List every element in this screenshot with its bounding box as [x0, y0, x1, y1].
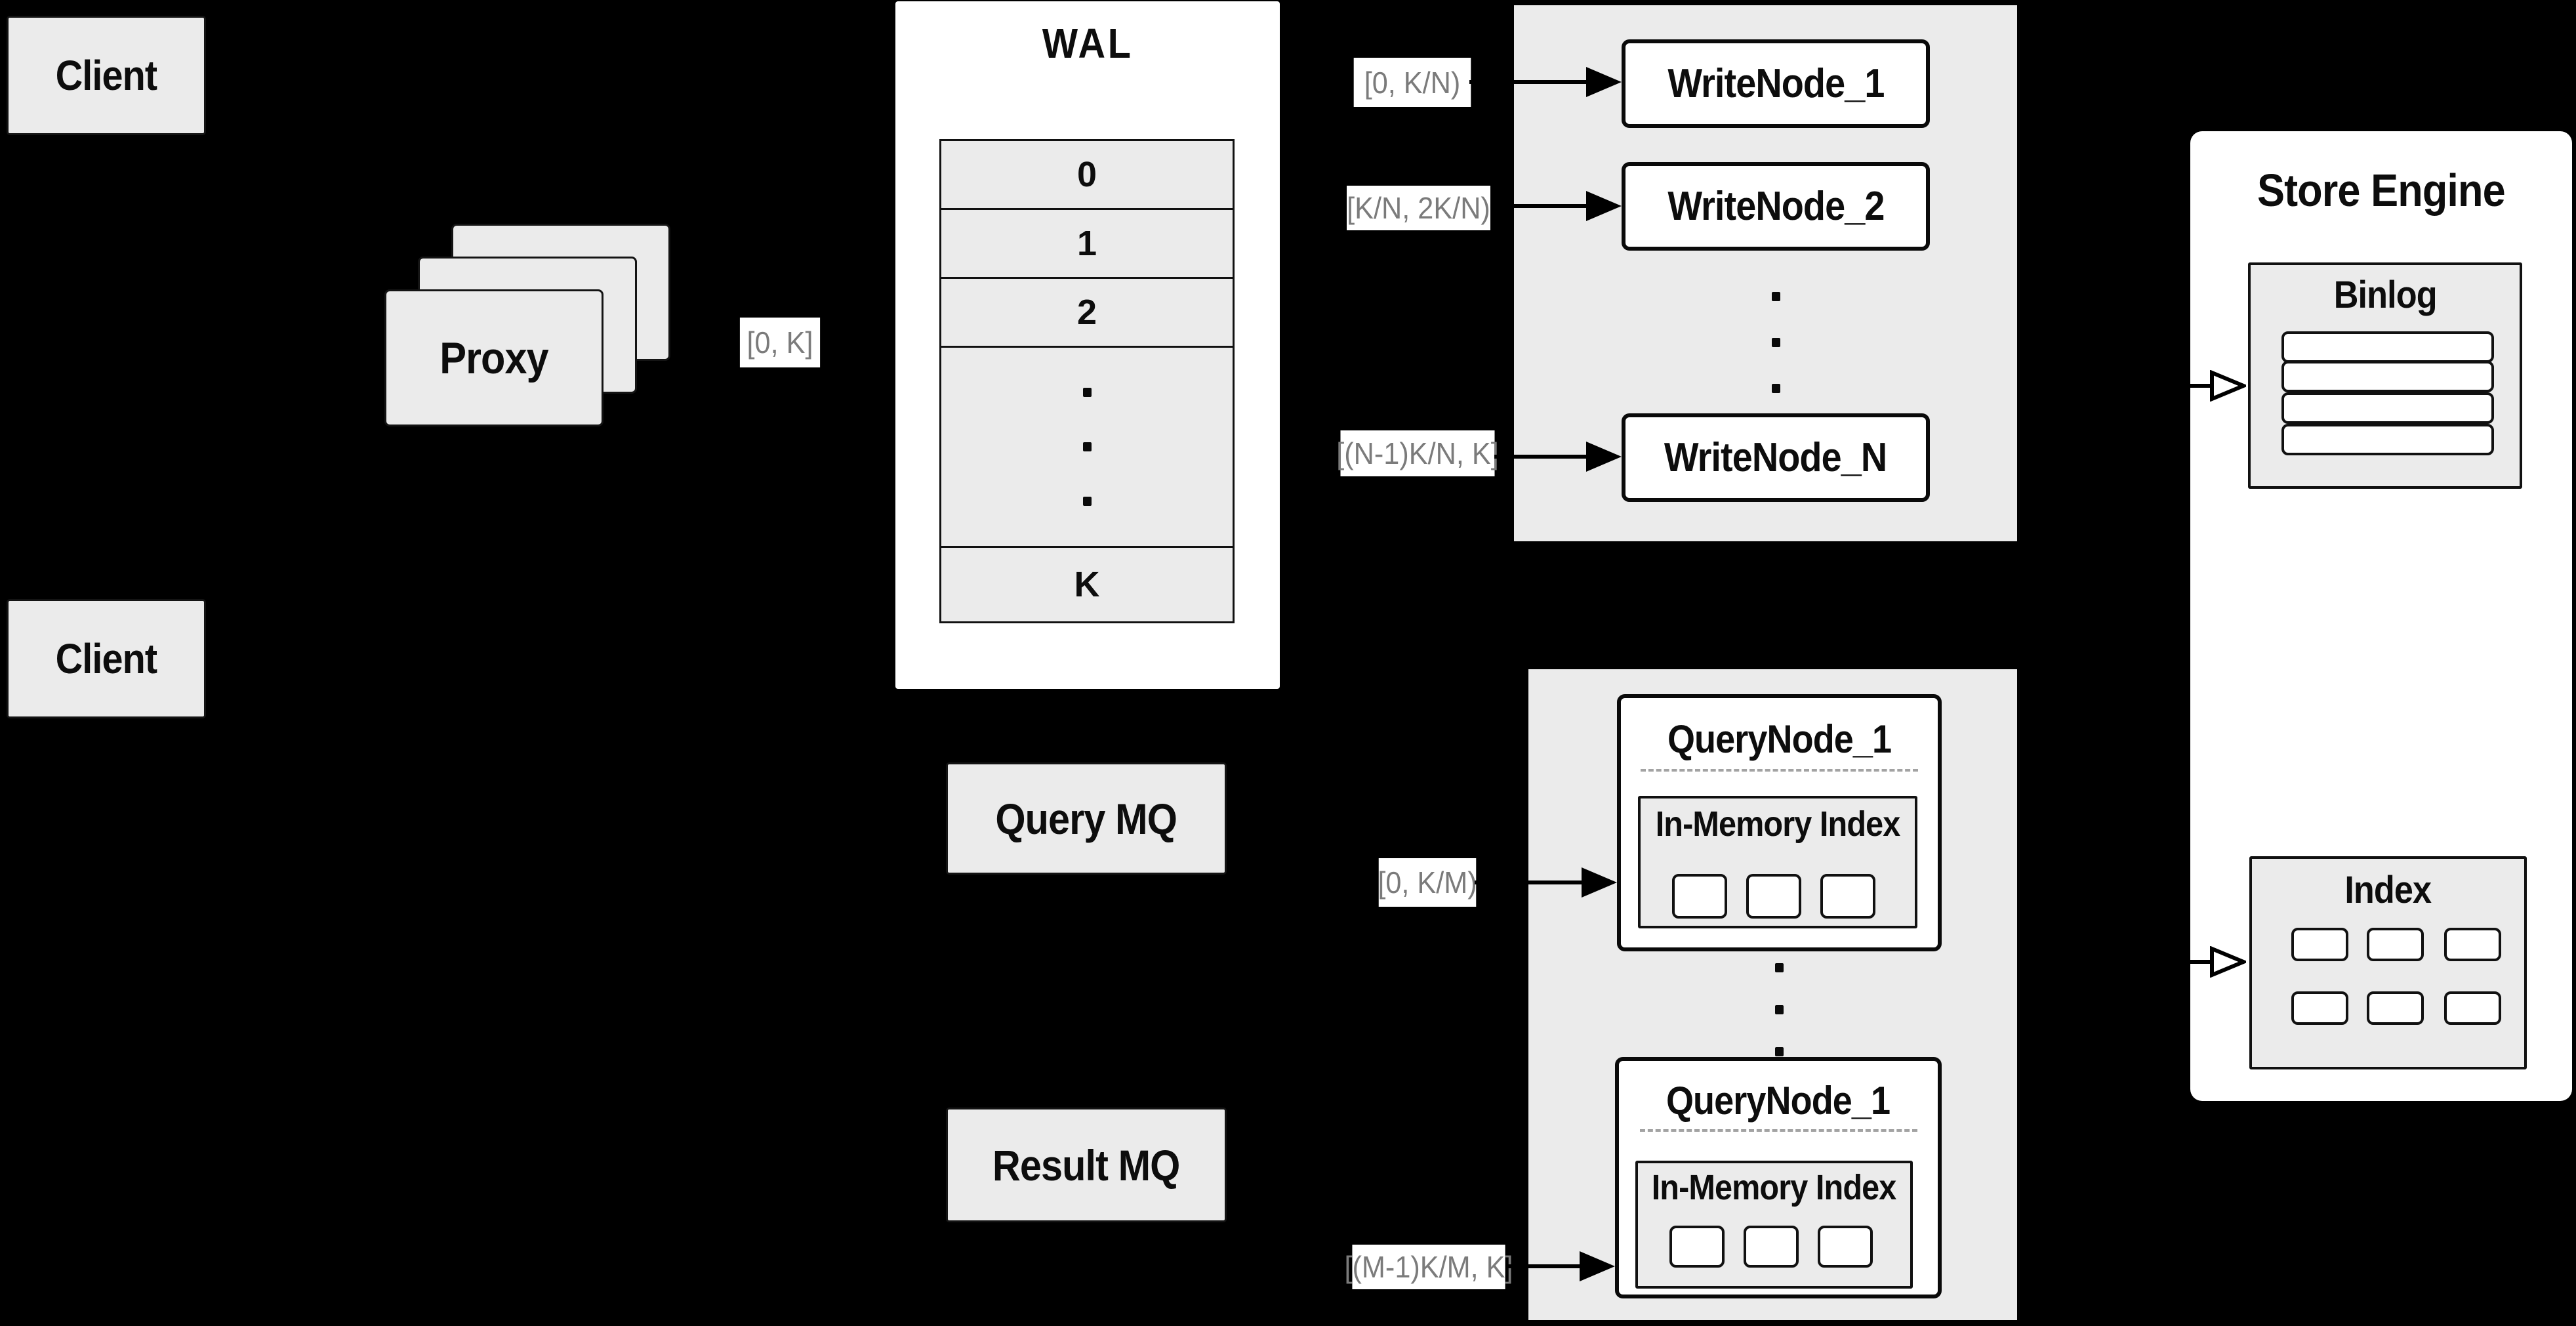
index-box: Index [2249, 856, 2527, 1069]
in-memory-index-top-title: In-Memory Index [1655, 804, 1901, 844]
write-node-n-label: WriteNode_N [1664, 435, 1887, 480]
wal-panel: WAL 0 1 2 K [895, 1, 1280, 689]
vertical-ellipsis-icon [1082, 388, 1092, 506]
edge-label-write-n: [(N-1)K/N, K] [1336, 430, 1499, 476]
write-node-1-label: WriteNode_1 [1667, 61, 1885, 106]
edge-label-query-1: [0, K/M) [1378, 858, 1477, 907]
result-mq-box: Result MQ [946, 1108, 1227, 1222]
query-node-top-title-wrap: QueryNode_1 [1621, 713, 1938, 765]
open-arrowhead-binlog-icon [2210, 370, 2246, 402]
client-bottom-label: Client [55, 635, 158, 682]
edge-label-write-2: [K/N, 2K/N) [1346, 186, 1491, 230]
index-title-wrap: Index [2252, 867, 2524, 913]
edge-label-write-1: [0, K/N) [1353, 58, 1471, 107]
query-node-top-divider [1641, 769, 1918, 772]
query-node-top-title: QueryNode_1 [1667, 716, 1892, 761]
edge-label-proxy-to-wal: [0, K] [739, 318, 821, 367]
wal-segment-row-last: K [939, 546, 1235, 623]
proxy-label: Proxy [440, 333, 548, 383]
store-engine-title: Store Engine [2257, 165, 2506, 216]
in-memory-index-top-title-wrap: In-Memory Index [1641, 804, 1915, 844]
store-engine-title-wrap: Store Engine [2190, 161, 2572, 220]
in-memory-index-bottom-title: In-Memory Index [1652, 1168, 1897, 1207]
wal-segment-table: 0 1 2 K [939, 139, 1235, 631]
write-node-1-box: WriteNode_1 [1622, 39, 1930, 128]
write-node-2-label: WriteNode_2 [1667, 184, 1885, 229]
wal-segment-row: 1 [939, 208, 1235, 279]
query-node-bottom-title: QueryNode_1 [1666, 1078, 1891, 1123]
binlog-title: Binlog [2333, 273, 2438, 316]
query-mq-box: Query MQ [946, 762, 1227, 875]
wal-title-wrap: WAL [895, 18, 1280, 68]
query-mq-label: Query MQ [995, 794, 1178, 843]
client-top-label: Client [55, 52, 158, 99]
open-arrowhead-index-icon [2210, 946, 2246, 978]
proxy-card-front: Proxy [384, 289, 603, 426]
client-box-top: Client [7, 16, 206, 135]
binlog-title-wrap: Binlog [2251, 272, 2520, 318]
query-node-bottom-title-wrap: QueryNode_1 [1619, 1074, 1938, 1127]
index-title: Index [2344, 868, 2432, 911]
wal-segment-row: 2 [939, 277, 1235, 348]
wal-ellipsis-row [939, 346, 1235, 548]
wal-segment-row: 0 [939, 139, 1235, 210]
client-box-bottom: Client [7, 599, 206, 718]
write-node-n-box: WriteNode_N [1622, 413, 1930, 502]
wal-title: WAL [1042, 20, 1134, 67]
write-node-2-box: WriteNode_2 [1622, 162, 1930, 251]
edge-label-query-m: [(M-1)K/M, K] [1344, 1245, 1513, 1289]
result-mq-label: Result MQ [992, 1140, 1181, 1190]
in-memory-index-bottom-box: In-Memory Index [1635, 1161, 1913, 1289]
in-memory-index-bottom-title-wrap: In-Memory Index [1638, 1167, 1910, 1208]
query-node-bottom-divider [1640, 1129, 1917, 1132]
